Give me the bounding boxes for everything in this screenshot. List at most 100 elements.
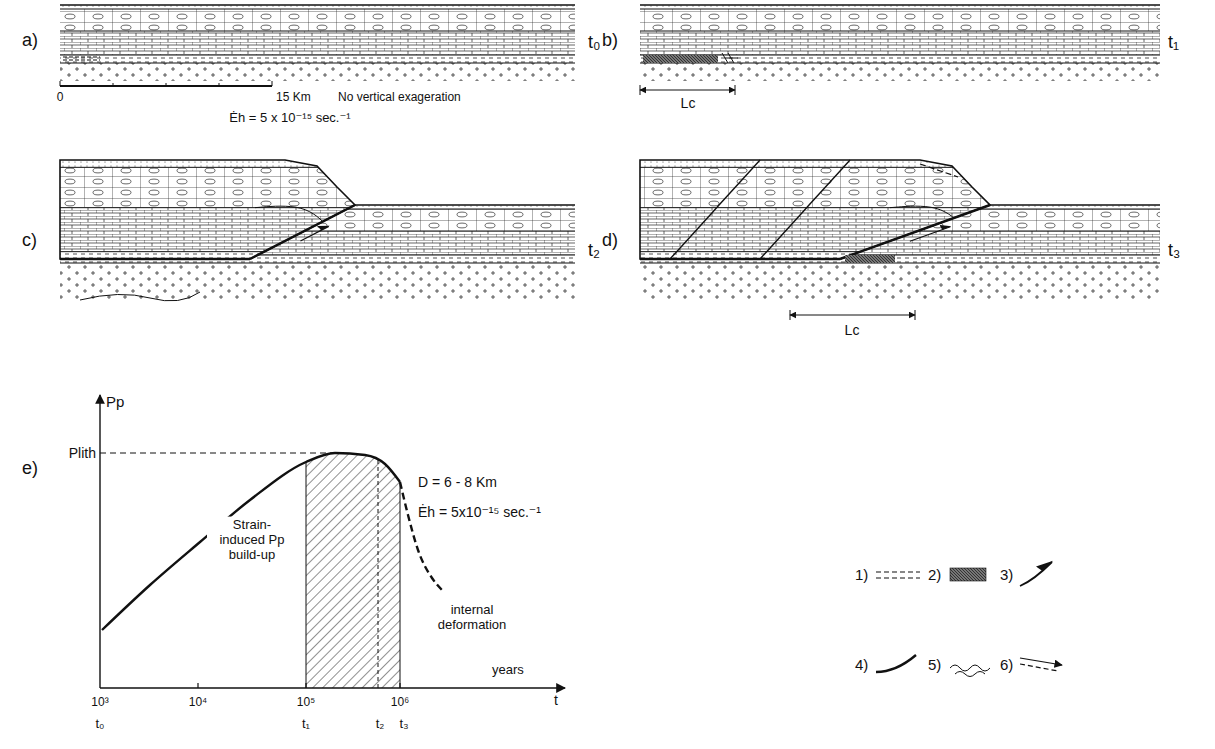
- basement-layer: [60, 263, 575, 301]
- hatched-interval: [306, 453, 400, 688]
- pore-pressure-decline: [400, 482, 442, 590]
- lithostatic-line: [100, 453, 335, 454]
- stratum-line: [640, 4, 1160, 5]
- thrust-sheet-layer: [60, 167, 365, 207]
- legend-number: 4): [855, 656, 868, 673]
- rock-layer: [640, 31, 1160, 55]
- rock-layer: [60, 5, 575, 9]
- legend-squiggle: [950, 665, 990, 677]
- legend-fault: [876, 655, 916, 672]
- drawing-part: [60, 160, 365, 259]
- time-label: t₂: [376, 717, 385, 732]
- tick-label: 10⁶: [391, 696, 409, 710]
- annotation: Strain- induced Pp build-up: [207, 517, 297, 564]
- legend-shade: [950, 568, 986, 581]
- interval-edge: [378, 460, 379, 688]
- bracket-tick: [640, 85, 735, 95]
- drawing-part: [60, 160, 575, 301]
- basement-layer: [640, 63, 1160, 81]
- incipient-thrust: [920, 164, 958, 177]
- stratum-line: [640, 31, 1160, 32]
- length-label: Lc: [681, 95, 696, 111]
- axis-tick: [198, 683, 400, 688]
- length-label: Lc: [845, 322, 860, 338]
- legend-thrust: [1020, 562, 1052, 586]
- time-label: t₃: [1168, 240, 1180, 261]
- stratum-line: [640, 251, 1000, 252]
- legend-number: 5): [928, 656, 941, 673]
- time-label: t₁: [302, 717, 310, 732]
- shear-zone: [80, 292, 200, 301]
- slip-arrow: [300, 226, 328, 241]
- time-label: t₂: [588, 240, 600, 261]
- length-bracket: [640, 90, 735, 91]
- tick-label: 10⁴: [189, 696, 208, 710]
- time-label: t₃: [400, 717, 409, 732]
- decollement: [60, 258, 250, 260]
- stratum-line: [60, 207, 365, 208]
- rock-layer: [640, 55, 1160, 63]
- legend-slip: [1020, 658, 1062, 665]
- stratum-line: [60, 63, 575, 64]
- drawing-part: [640, 5, 1160, 95]
- strain-rate: Ėh = 5x10⁻¹⁵ sec.⁻¹: [418, 504, 541, 520]
- panel-letter: a): [22, 30, 38, 51]
- axis-unit: years: [492, 663, 524, 678]
- legend-number: 3): [1000, 566, 1013, 583]
- depth-note: D = 6 - 8 Km: [418, 474, 497, 490]
- legend-slip: [1020, 664, 1058, 671]
- legend-number: 1): [855, 566, 868, 583]
- scale-number: 15 Km: [276, 91, 311, 105]
- slip-arrow: [910, 227, 951, 242]
- fold-line: [255, 206, 345, 253]
- axis-title: t: [554, 692, 558, 708]
- tick-label: 10³: [91, 696, 108, 710]
- stratum-line: [60, 251, 365, 252]
- stratum-line: [60, 31, 575, 32]
- stratum-line: [640, 9, 1160, 10]
- overpressure-mark: [63, 57, 100, 60]
- internal-fault: [760, 160, 850, 259]
- rock-layer: [640, 9, 1160, 31]
- rock-layer: [60, 9, 575, 31]
- stratum-line: [640, 207, 1000, 208]
- panel-letter: b): [602, 30, 618, 51]
- scale-note: No vertical exageration: [338, 91, 461, 105]
- time-label: t₀: [588, 32, 600, 53]
- internal-fault: [670, 160, 760, 259]
- pore-pressure-curve: [102, 453, 400, 630]
- scale-number: 0: [57, 91, 64, 105]
- drawing-part: [640, 160, 1160, 320]
- rock-layer: [60, 55, 575, 63]
- legend-number: 6): [1000, 656, 1013, 673]
- thrust-sheet-layer: [640, 208, 1000, 252]
- stratum-line: [60, 4, 575, 5]
- thrust-sheet-outline: [640, 160, 990, 259]
- stratum-line: [640, 167, 1000, 168]
- rock-layer: [60, 31, 575, 55]
- annotation: internal deformation: [424, 602, 520, 634]
- stratum-line: [640, 263, 1160, 264]
- thrust-ramp: [250, 205, 355, 259]
- thrust-sheet-layer: [60, 208, 365, 252]
- stratum-line: [60, 9, 575, 10]
- interval-edge: [306, 462, 400, 688]
- thrust-sheet-outline: [60, 160, 355, 259]
- drawing-part: [100, 395, 565, 688]
- basement-layer: [640, 263, 1160, 301]
- thrust-sheet-layer: [640, 160, 1000, 167]
- rock-layer: [640, 5, 1160, 9]
- drawing-part: [60, 5, 575, 86]
- panel-letter: c): [22, 230, 37, 251]
- pressure-level: Plith: [69, 445, 96, 461]
- bracket-tick: [790, 310, 915, 320]
- drawing-part: [640, 160, 1000, 259]
- tick-label: 10⁵: [297, 696, 315, 710]
- scale-tick: [60, 81, 272, 86]
- thrust-sheet-layer: [60, 160, 365, 167]
- thrust-sheet-layer: [60, 252, 365, 259]
- overpressured-zone: [643, 55, 718, 63]
- incipient-fracture: [722, 53, 738, 63]
- x-axis: [100, 687, 565, 688]
- time-label: t₁: [1168, 32, 1179, 53]
